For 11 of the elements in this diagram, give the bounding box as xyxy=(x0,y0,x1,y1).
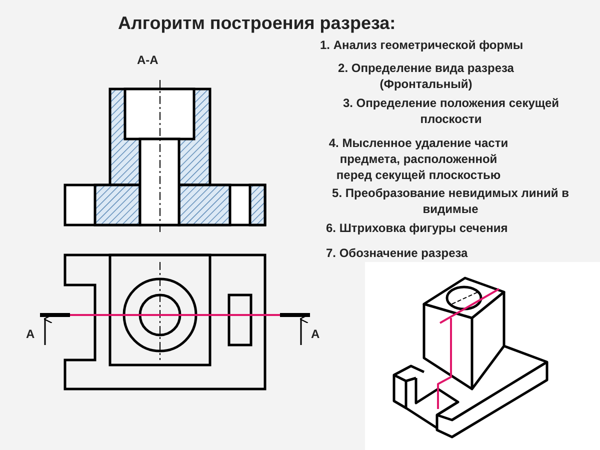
cutting-plane-letter: А xyxy=(26,326,35,342)
cutting-plane-letter: А xyxy=(311,326,320,342)
section-label: А-А xyxy=(137,52,158,68)
step-text: 6. Штриховка фигуры сечения xyxy=(326,220,508,236)
step-text: 4. Мысленное удаление части предмета, расположенной перед секущей плоскостью xyxy=(328,135,510,183)
step-text: 5. Преобразование невидимых линий в видимые xyxy=(331,185,570,217)
step-text: 7. Обозначение разреза xyxy=(326,245,468,261)
step-text: 3. Определение положения секущей плоскости xyxy=(342,95,560,127)
step-text: 1. Анализ геометрической формы xyxy=(320,37,524,53)
heading: Алгоритм построения разреза: xyxy=(118,12,396,34)
step-text: 2. Определение вида разреза (Фронтальный) xyxy=(337,60,515,92)
